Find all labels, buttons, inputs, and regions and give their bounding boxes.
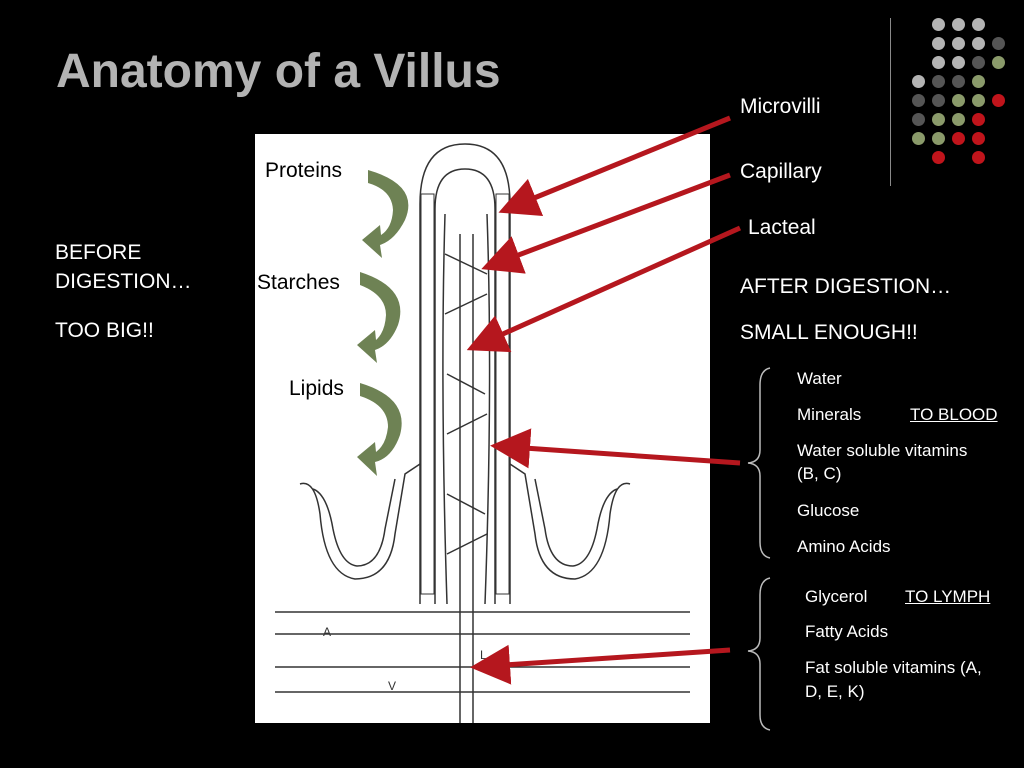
label-capillary: Capillary (740, 160, 822, 183)
decorative-dot (912, 94, 925, 107)
before-line-2: DIGESTION… (55, 270, 192, 293)
lymph-item-fat-soluble-vitamins: Fat soluble vitamins (A, (805, 658, 982, 677)
vein-letter: V (388, 679, 396, 693)
villus-diagram: A L V (255, 134, 710, 723)
label-lacteal: Lacteal (748, 216, 816, 239)
blood-item-water-soluble-vitamins: Water soluble vitamins (797, 441, 968, 460)
decorative-dot (992, 37, 1005, 50)
artery-letter: A (323, 625, 331, 639)
villus-inner-outline (434, 168, 496, 604)
decorative-dot-grid (0, 0, 1024, 190)
decorative-dot (932, 94, 945, 107)
decorative-dot (972, 18, 985, 31)
decorative-dot (932, 37, 945, 50)
label-proteins: Proteins (265, 159, 343, 182)
lymph-group-left-brace-icon (747, 577, 771, 731)
epithelial-cells (420, 193, 510, 595)
decorative-dot (952, 37, 965, 50)
capillary-right (484, 213, 491, 605)
blood-item-amino-acids: Amino Acids (797, 537, 891, 556)
lymph-item-vitamins-adek: D, E, K) (805, 682, 865, 701)
crypt-left-inner (312, 478, 396, 567)
before-digestion-text: BEFORE DIGESTION… (55, 238, 192, 296)
decorative-dot (992, 94, 1005, 107)
to-lymph-label: TO LYMPH (905, 587, 991, 606)
decorative-dot (912, 113, 925, 126)
decorative-dot (992, 56, 1005, 69)
lymph-letter: L (480, 648, 487, 662)
capillary-left (442, 213, 448, 605)
slide-title: Anatomy of a Villus (56, 45, 501, 98)
decorative-dot (972, 75, 985, 88)
decorative-dot (932, 132, 945, 145)
decorative-dot (952, 132, 965, 145)
capillary-cross-1 (444, 253, 488, 555)
crypt-right (509, 463, 631, 580)
to-blood-label: TO BLOOD (910, 405, 998, 424)
crypt-right-inner (534, 478, 618, 567)
blood-item-minerals: Minerals (797, 405, 862, 424)
before-line-1: BEFORE (55, 241, 142, 264)
decorative-dot (972, 37, 985, 50)
decorative-dot (972, 94, 985, 107)
decorative-dot (932, 151, 945, 164)
decorative-dot (932, 75, 945, 88)
decorative-dot (952, 18, 965, 31)
decorative-dot (912, 75, 925, 88)
divider-line (890, 18, 891, 186)
crypt-left (299, 463, 421, 580)
blood-item-water: Water (797, 369, 842, 388)
too-big-text: TOO BIG!! (55, 319, 154, 342)
villus-illustration: A L V (275, 143, 690, 723)
label-microvilli: Microvilli (740, 95, 821, 118)
label-starches: Starches (257, 271, 340, 294)
decorative-dot (952, 75, 965, 88)
decorative-dot (972, 56, 985, 69)
decorative-dot (952, 56, 965, 69)
blood-item-vitamins-bc: (B, C) (797, 464, 842, 483)
decorative-dot (952, 113, 965, 126)
blood-item-glucose: Glucose (797, 501, 860, 520)
decorative-dot (972, 132, 985, 145)
decorative-dot (932, 113, 945, 126)
small-enough-text: SMALL ENOUGH!! (740, 321, 918, 344)
decorative-dot (912, 132, 925, 145)
decorative-dot (932, 18, 945, 31)
lymph-item-fatty-acids: Fatty Acids (805, 622, 889, 641)
lymph-item-glycerol: Glycerol (805, 587, 868, 606)
decorative-dot (972, 113, 985, 126)
after-digestion-text: AFTER DIGESTION… (740, 275, 952, 298)
label-lipids: Lipids (289, 377, 344, 400)
decorative-dot (952, 94, 965, 107)
blood-group-left-brace-icon (747, 367, 771, 559)
decorative-dot (932, 56, 945, 69)
decorative-dot (972, 151, 985, 164)
